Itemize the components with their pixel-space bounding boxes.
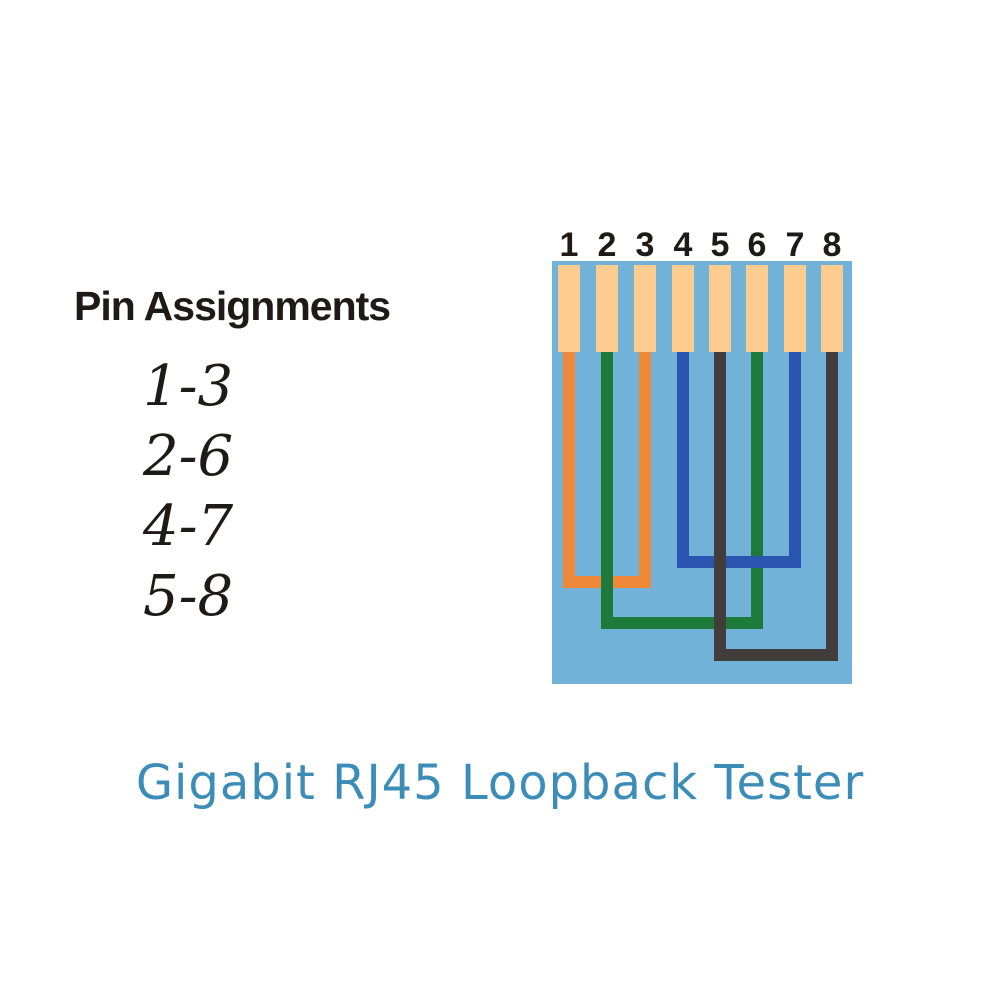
loopback-wires	[563, 346, 838, 661]
pin-contact-6	[746, 265, 768, 352]
pair-label-3: 4-7	[143, 494, 234, 559]
pin-number-6: 6	[748, 226, 767, 264]
pin-number-5: 5	[711, 226, 730, 264]
pin-contact-8	[821, 265, 843, 352]
pair-label-1: 1-3	[143, 354, 234, 419]
pin-number-1: 1	[560, 226, 579, 264]
pair-label-4: 5-8	[143, 564, 234, 629]
pin-number-3: 3	[636, 226, 655, 264]
pin-contact-1	[558, 265, 580, 352]
pin-contact-2	[596, 265, 618, 352]
wire-2-6	[601, 346, 763, 629]
pair-list: 1-3 2-6 4-7 5-8	[143, 352, 233, 632]
wire-4-7	[677, 346, 801, 568]
pin-number-labels: 1 2 3 4 5 6 7 8	[560, 226, 842, 264]
pin-number-8: 8	[823, 226, 842, 264]
pin-contact-7	[784, 265, 806, 352]
pin-number-4: 4	[674, 226, 693, 264]
pin-contacts	[558, 265, 843, 352]
pin-contact-3	[634, 265, 656, 352]
pin-number-7: 7	[786, 226, 805, 264]
pin-assignments-heading: Pin Assignments	[74, 283, 391, 329]
product-caption: Gigabit RJ45 Loopback Tester	[135, 755, 865, 811]
pin-number-2: 2	[598, 226, 617, 264]
wire-5-8	[714, 346, 838, 661]
pair-label-2: 2-6	[143, 424, 234, 489]
pin-contact-4	[672, 265, 694, 352]
pin-contact-5	[709, 265, 731, 352]
